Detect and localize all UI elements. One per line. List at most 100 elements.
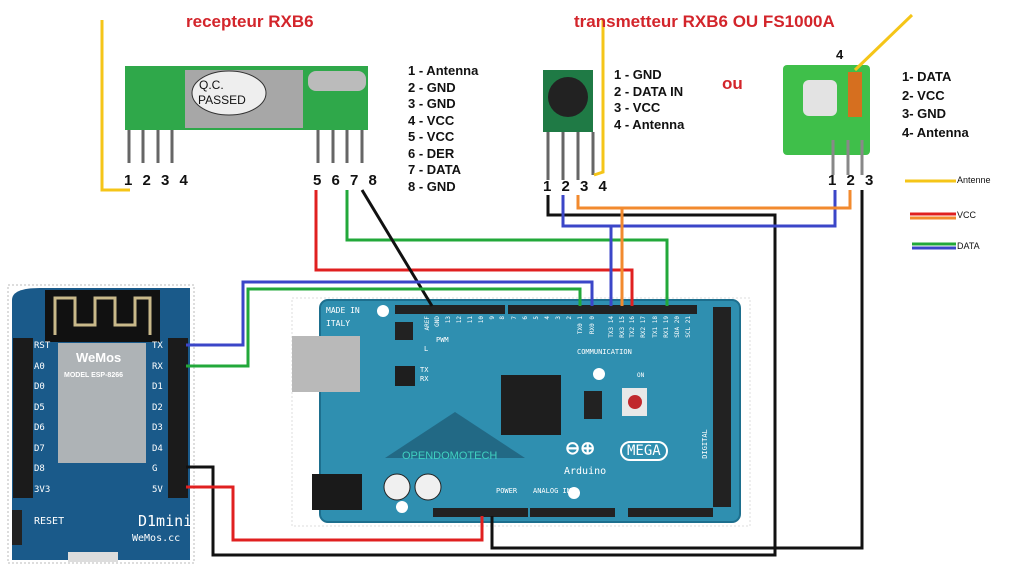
opendomotech-watermark: OPENDOMOTECH — [402, 450, 498, 462]
header-pin-label: TX0 1 — [577, 316, 584, 335]
wemos-left-pin-labels: RST A0 D0 D5 D6 D7 D8 3V3 — [34, 336, 51, 500]
usb-port — [292, 336, 360, 392]
pinout-item: 2- VCC — [902, 87, 945, 103]
communication-label: COMMUNICATION — [577, 348, 632, 356]
header-pin-label: RX3 15 — [619, 316, 626, 338]
pin-label: D1 — [152, 382, 163, 392]
power-label: POWER — [496, 487, 518, 495]
pcb-antenna-trace — [53, 296, 152, 335]
header-pin-label: 2 — [566, 316, 573, 320]
wemos-d1-mini-board — [7, 284, 195, 564]
reset-label: RESET — [34, 516, 65, 527]
pin-label: 5V — [152, 484, 163, 495]
wires — [100, 13, 914, 557]
header-pin-label: 4 — [544, 316, 551, 320]
receiver-pinout: 1 - Antenna 2 - GND 3 - GND 4 - VCC 5 - … — [408, 63, 478, 195]
header-pin-label: GND — [434, 316, 441, 327]
pin-label: D8 — [34, 464, 45, 474]
wire-tx-vcc — [576, 190, 852, 210]
rxb6-receiver-module — [125, 66, 368, 163]
d1mini-label: D1mini — [138, 512, 193, 530]
transmitter-title: transmetteur RXB6 OU FS1000A — [574, 12, 835, 31]
arduino-infinity-logo: ⊖⊕ — [565, 438, 596, 458]
pin-label: D6 — [34, 423, 45, 433]
wire-antenna-transmitter — [593, 20, 605, 177]
wire-rx-vcc — [314, 190, 634, 306]
pin-label: D2 — [152, 402, 163, 413]
made-in-label: MADE IN — [326, 306, 360, 315]
pin-label: 3V3 — [34, 484, 51, 495]
header-pin-label: 8 — [499, 316, 506, 320]
wire-fs-gnd — [490, 190, 864, 550]
pinout-item: 1 - Antenna — [408, 63, 479, 78]
legend-antenne: Antenne — [957, 175, 991, 185]
receiver-title: recepteur RXB6 — [186, 12, 314, 31]
pinout-item: 5 - VCC — [408, 129, 455, 144]
header-pin-label: TX1 18 — [652, 316, 659, 338]
wire-rx-gnd — [360, 189, 434, 307]
pinout-item: 4- Antenna — [902, 124, 969, 140]
reset-button — [628, 395, 642, 409]
italy-label: ITALY — [326, 319, 351, 328]
pin-label: RX — [152, 361, 163, 372]
led-l-label: L — [424, 345, 429, 353]
pin-label: A0 — [34, 361, 45, 372]
led-on-label: ON — [637, 372, 645, 379]
header-pin-label: 5 — [533, 316, 540, 320]
transmitter-pins: 1 2 3 4 — [543, 178, 610, 195]
header-pin-label: 11 — [467, 316, 474, 324]
analog-in-label: ANALOG IN — [533, 487, 571, 495]
pinout-item: 1- DATA — [902, 69, 952, 84]
wemos-right-pin-labels: TX RX D1 D2 D3 D4 G 5V — [152, 336, 163, 500]
pin-label: D4 — [152, 443, 163, 454]
arduino-mega-board — [291, 297, 751, 527]
legend-lines — [905, 179, 956, 250]
wire-wemos-tx — [186, 280, 594, 347]
fs1000a-pinout: 1- DATA 2- VCC 3- GND 4- Antenna — [902, 68, 969, 142]
wire-wemos-rx — [186, 287, 582, 368]
qc-label: Q.C. — [199, 78, 224, 92]
wire-wemos-5v — [186, 485, 484, 542]
pinout-item: 2 - GND — [408, 79, 456, 95]
wire-rx-data — [345, 190, 669, 306]
pin-label: D3 — [152, 423, 163, 433]
wire-antenna-receiver — [100, 20, 130, 192]
esp8266-module — [58, 343, 146, 463]
pinout-item: 4 - VCC — [408, 112, 455, 128]
mcu-chip — [501, 375, 561, 435]
header-pin-label: AREF — [424, 316, 431, 331]
pinout-item: 7 - DATA — [408, 162, 461, 177]
header-pin-label: RX0 0 — [589, 316, 596, 335]
transmitter-pinout: 1 - GND 2 - DATA IN 3 - VCC 4 - Antenna — [614, 67, 684, 133]
header-pin-label: SDA 20 — [674, 316, 681, 338]
pinout-item: 8 - GND — [408, 178, 456, 194]
wemos-module-text: MODEL ESP-8266 — [64, 372, 124, 379]
pinout-item: 3- GND — [902, 106, 947, 121]
pin-label: D5 — [34, 402, 45, 413]
pin-label: G — [152, 464, 158, 474]
pinout-item: 2 - DATA IN — [614, 83, 684, 99]
pinout-item: 3 - VCC — [614, 100, 661, 115]
header-pin-label: 6 — [522, 316, 529, 320]
header-pin-label: SCL 21 — [685, 316, 692, 338]
mega-logo: MEGA — [620, 441, 668, 461]
header-pin-label: 12 — [456, 316, 463, 324]
fs1000a-transmitter-module — [783, 65, 870, 175]
header-pin-label: TX3 14 — [608, 316, 615, 338]
pinout-item: 6 - DER — [408, 145, 455, 161]
pinout-item: 3 - GND — [408, 96, 456, 111]
header-pin-label: 9 — [489, 316, 496, 320]
passed-label: PASSED — [198, 93, 246, 107]
or-label: ou — [722, 74, 743, 93]
digital-label: DIGITAL — [700, 429, 709, 459]
pin-label: RST — [34, 341, 51, 351]
wire-tx-gnd — [186, 195, 777, 557]
pinout-item: 1 - GND — [614, 67, 662, 82]
led-rx-label: RX — [420, 375, 429, 383]
receiver-pins-right: 5 6 7 8 — [313, 172, 380, 189]
header-pin-label: 10 — [478, 316, 485, 324]
header-pin-label: 7 — [511, 316, 518, 320]
pin-label: D0 — [34, 382, 45, 392]
rxb6-transmitter-module — [543, 70, 595, 180]
fs1000a-antenna-pin: 4 — [836, 47, 844, 62]
